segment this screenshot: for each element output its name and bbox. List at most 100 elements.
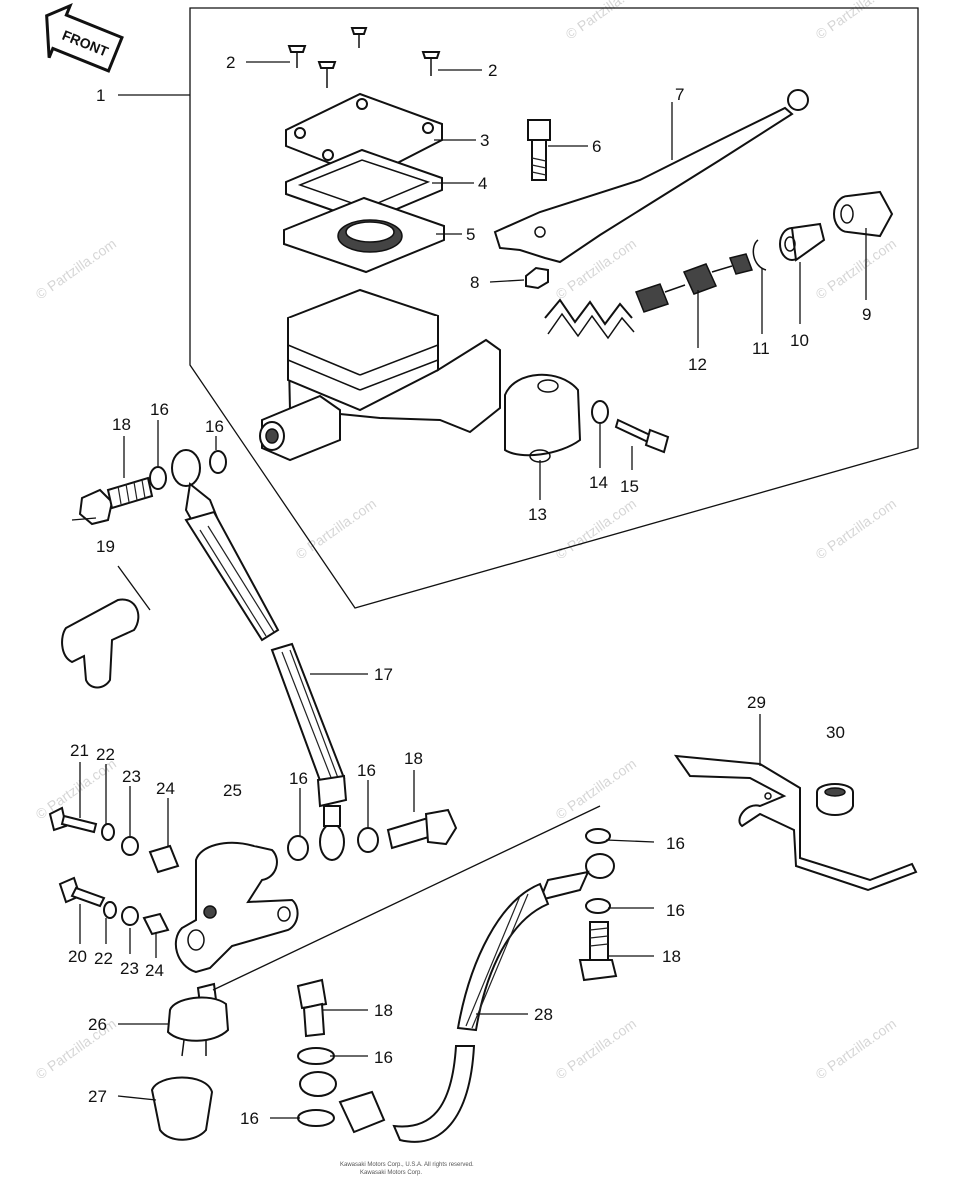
callout-15: 15	[620, 477, 639, 496]
callout-18: 18	[662, 947, 681, 966]
footer-copyright-2: Kawasaki Motors Corp.	[360, 1170, 422, 1176]
master-cylinder-body	[259, 288, 501, 462]
grommet	[816, 783, 854, 816]
sealing-washer	[297, 1109, 335, 1127]
sealing-washer	[209, 450, 227, 474]
banjo-fitting	[585, 853, 615, 879]
callout-17: 17	[374, 665, 393, 684]
callout-16: 16	[666, 901, 685, 920]
callout-21: 21	[70, 741, 89, 760]
callout-2: 2	[226, 53, 235, 72]
callout-8: 8	[470, 273, 479, 292]
watermark-text: © Partzilla.com	[813, 495, 899, 562]
callout-25: 25	[223, 781, 242, 800]
sealing-washer	[357, 827, 379, 853]
screw-hole	[294, 127, 306, 139]
brake-hose-lower	[338, 870, 590, 1143]
piston-assembly	[635, 253, 753, 313]
banjo-bolt	[78, 476, 154, 526]
callout-23: 23	[122, 767, 141, 786]
bracket-screws	[48, 806, 180, 936]
callout-18: 18	[374, 1001, 393, 1020]
callout-22: 22	[94, 949, 113, 968]
callout-27: 27	[88, 1087, 107, 1106]
dust-cover	[833, 190, 894, 238]
sealing-washer	[297, 1047, 335, 1065]
callout-16: 16	[289, 769, 308, 788]
piston-spring	[544, 298, 635, 340]
callout-28: 28	[534, 1005, 553, 1024]
banjo-fitting	[299, 1071, 337, 1097]
nut	[525, 266, 549, 290]
lever-ball-end	[787, 89, 809, 111]
leader-lines	[79, 61, 867, 1119]
callout-24: 24	[156, 779, 175, 798]
screw-hole	[322, 149, 334, 161]
assembly-boundary	[189, 7, 919, 609]
callout-7: 7	[675, 85, 684, 104]
callout-18: 18	[404, 749, 423, 768]
callout-5: 5	[466, 225, 475, 244]
callout-1: 1	[96, 86, 105, 105]
watermark-text: © Partzilla.com	[813, 235, 899, 302]
callout-2: 2	[488, 61, 497, 80]
callout-26: 26	[88, 1015, 107, 1034]
callout-16: 16	[205, 417, 224, 436]
bleeder-cap	[61, 598, 140, 689]
banjo-bolt	[386, 808, 458, 850]
callout-3: 3	[480, 131, 489, 150]
callout-16: 16	[150, 400, 169, 419]
callout-29: 29	[747, 693, 766, 712]
callout-6: 6	[592, 137, 601, 156]
reservoir-plate	[285, 148, 443, 224]
callout-16: 16	[240, 1109, 259, 1128]
brake-hose-upper	[184, 510, 348, 861]
switch-boot	[150, 1076, 214, 1141]
circlip	[752, 239, 767, 271]
watermark-text: © Partzilla.com	[553, 755, 639, 822]
callout-4: 4	[478, 174, 487, 193]
callout-23: 23	[120, 959, 139, 978]
banjo-bolt	[578, 921, 618, 982]
banjo-bolt	[296, 978, 328, 1038]
callout-30: 30	[826, 723, 845, 742]
banjo-fitting	[171, 449, 201, 487]
sealing-washer	[287, 835, 309, 861]
sealing-washer	[149, 466, 167, 490]
callout-11: 11	[752, 339, 770, 358]
callout-24: 24	[145, 961, 164, 980]
callout-10: 10	[790, 331, 809, 350]
callout-12: 12	[688, 355, 707, 374]
callout-20: 20	[68, 947, 87, 966]
watermark-text: © Partzilla.com	[813, 0, 899, 42]
callout-14: 14	[589, 473, 608, 492]
screw-hole	[356, 98, 368, 110]
callout-19: 19	[96, 537, 115, 556]
callout-13: 13	[528, 505, 547, 524]
callout-16: 16	[666, 834, 685, 853]
watermark-text: © Partzilla.com	[553, 495, 639, 562]
hose-clamp-bracket	[673, 754, 918, 892]
screw-icon	[287, 27, 441, 88]
callout-16: 16	[374, 1048, 393, 1067]
washer	[591, 400, 609, 424]
watermark-text: © Partzilla.com	[563, 0, 649, 42]
callout-18: 18	[112, 415, 131, 434]
callout-22: 22	[96, 745, 115, 764]
callout-16: 16	[357, 761, 376, 780]
leader-line	[212, 805, 601, 991]
front-arrow-icon	[45, 3, 124, 73]
brake-light-switch	[166, 982, 230, 1057]
pivot-bolt	[527, 119, 551, 181]
boot	[779, 222, 826, 262]
brake-lever	[493, 106, 794, 264]
watermark-text: © Partzilla.com	[813, 1015, 899, 1082]
bolt	[614, 418, 670, 454]
footer-copyright: Kawasaki Motors Corp., U.S.A. All rights…	[340, 1162, 474, 1168]
callout-labels: 1 2 2 3 4 5 6 7 8 9 10 11 12 13 14 15 16…	[68, 53, 871, 1128]
watermark-text: © Partzilla.com	[293, 495, 379, 562]
screw-hole	[422, 122, 434, 134]
sealing-washer	[585, 828, 611, 844]
front-arrow-badge: FRONT	[45, 3, 124, 73]
